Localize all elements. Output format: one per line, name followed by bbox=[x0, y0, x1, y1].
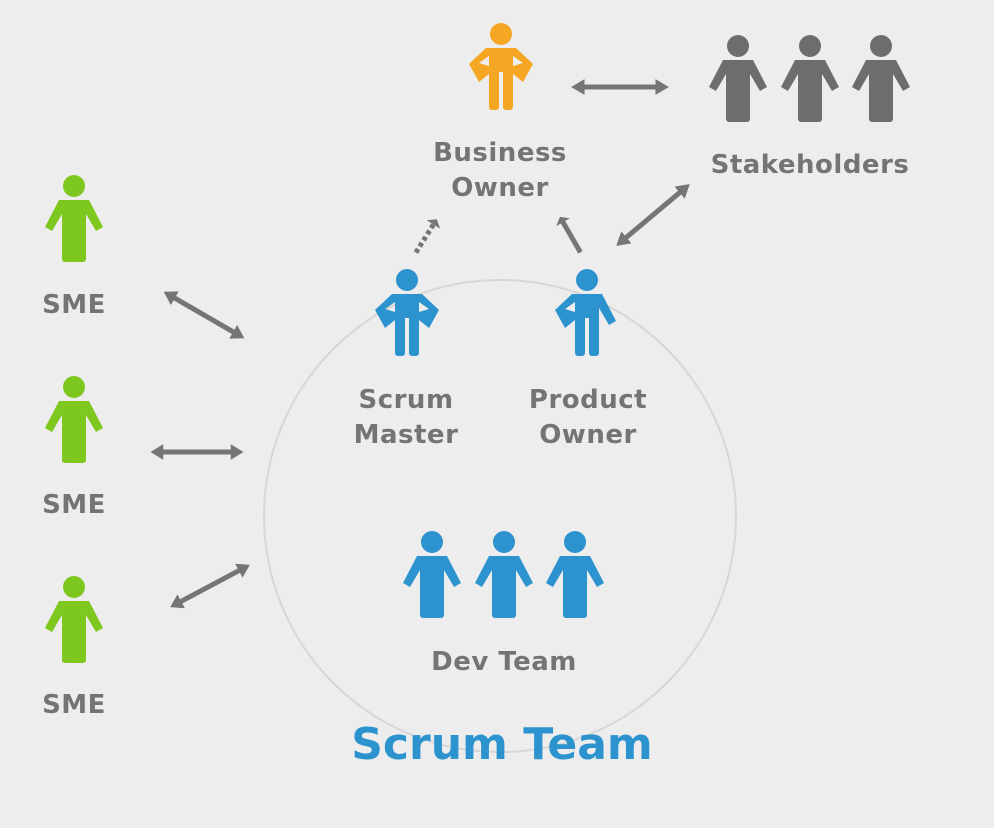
sme-label-2: SME bbox=[42, 490, 106, 520]
scrum-master-label: Scrum Master bbox=[326, 383, 486, 453]
dev-team-person-icon-2 bbox=[475, 531, 533, 618]
business-owner-label: Business Owner bbox=[400, 136, 600, 206]
arrow-product-owner-business-owner bbox=[554, 214, 586, 256]
product-owner-label-line1: Product bbox=[528, 385, 648, 415]
stakeholders-person-icon-3 bbox=[852, 35, 910, 122]
business-owner-person-icon bbox=[469, 23, 533, 110]
dev-team-label: Dev Team bbox=[431, 647, 577, 677]
product-owner-label: Product Owner bbox=[498, 383, 678, 453]
stakeholders-label: Stakeholders bbox=[710, 150, 910, 180]
arrow-scrum-master-business-owner bbox=[410, 216, 442, 256]
scrum-master-label-line1: Scrum bbox=[358, 385, 454, 415]
business-owner-label-line2: Owner bbox=[451, 173, 549, 203]
arrow-sme-2-scrum-team bbox=[151, 445, 242, 459]
product-owner-person-icon bbox=[555, 269, 616, 356]
business-owner-label-line1: Business bbox=[433, 138, 567, 168]
scrum-team-title: Scrum Team bbox=[351, 719, 653, 770]
product-owner-label-line2: Owner bbox=[539, 420, 637, 450]
arrow-sme-1-scrum-team bbox=[161, 286, 247, 344]
sme-person-icon-2 bbox=[45, 376, 103, 463]
scrum-master-person-icon bbox=[375, 269, 439, 356]
dev-team-person-icon-1 bbox=[403, 531, 461, 618]
arrow-business-owner-stakeholders bbox=[572, 80, 668, 94]
sme-person-icon-1 bbox=[45, 175, 103, 262]
arrow-sme-3-scrum-team bbox=[168, 559, 253, 613]
sme-label-3: SME bbox=[42, 690, 106, 720]
scrum-team-circle bbox=[263, 279, 737, 753]
scrum-master-label-line2: Master bbox=[353, 420, 459, 450]
stakeholders-person-icon-2 bbox=[781, 35, 839, 122]
stakeholders-person-icon-1 bbox=[709, 35, 767, 122]
sme-label-1: SME bbox=[42, 290, 106, 320]
dev-team-person-icon-3 bbox=[546, 531, 604, 618]
sme-person-icon-3 bbox=[45, 576, 103, 663]
arrow-product-owner-stakeholders bbox=[612, 179, 693, 250]
